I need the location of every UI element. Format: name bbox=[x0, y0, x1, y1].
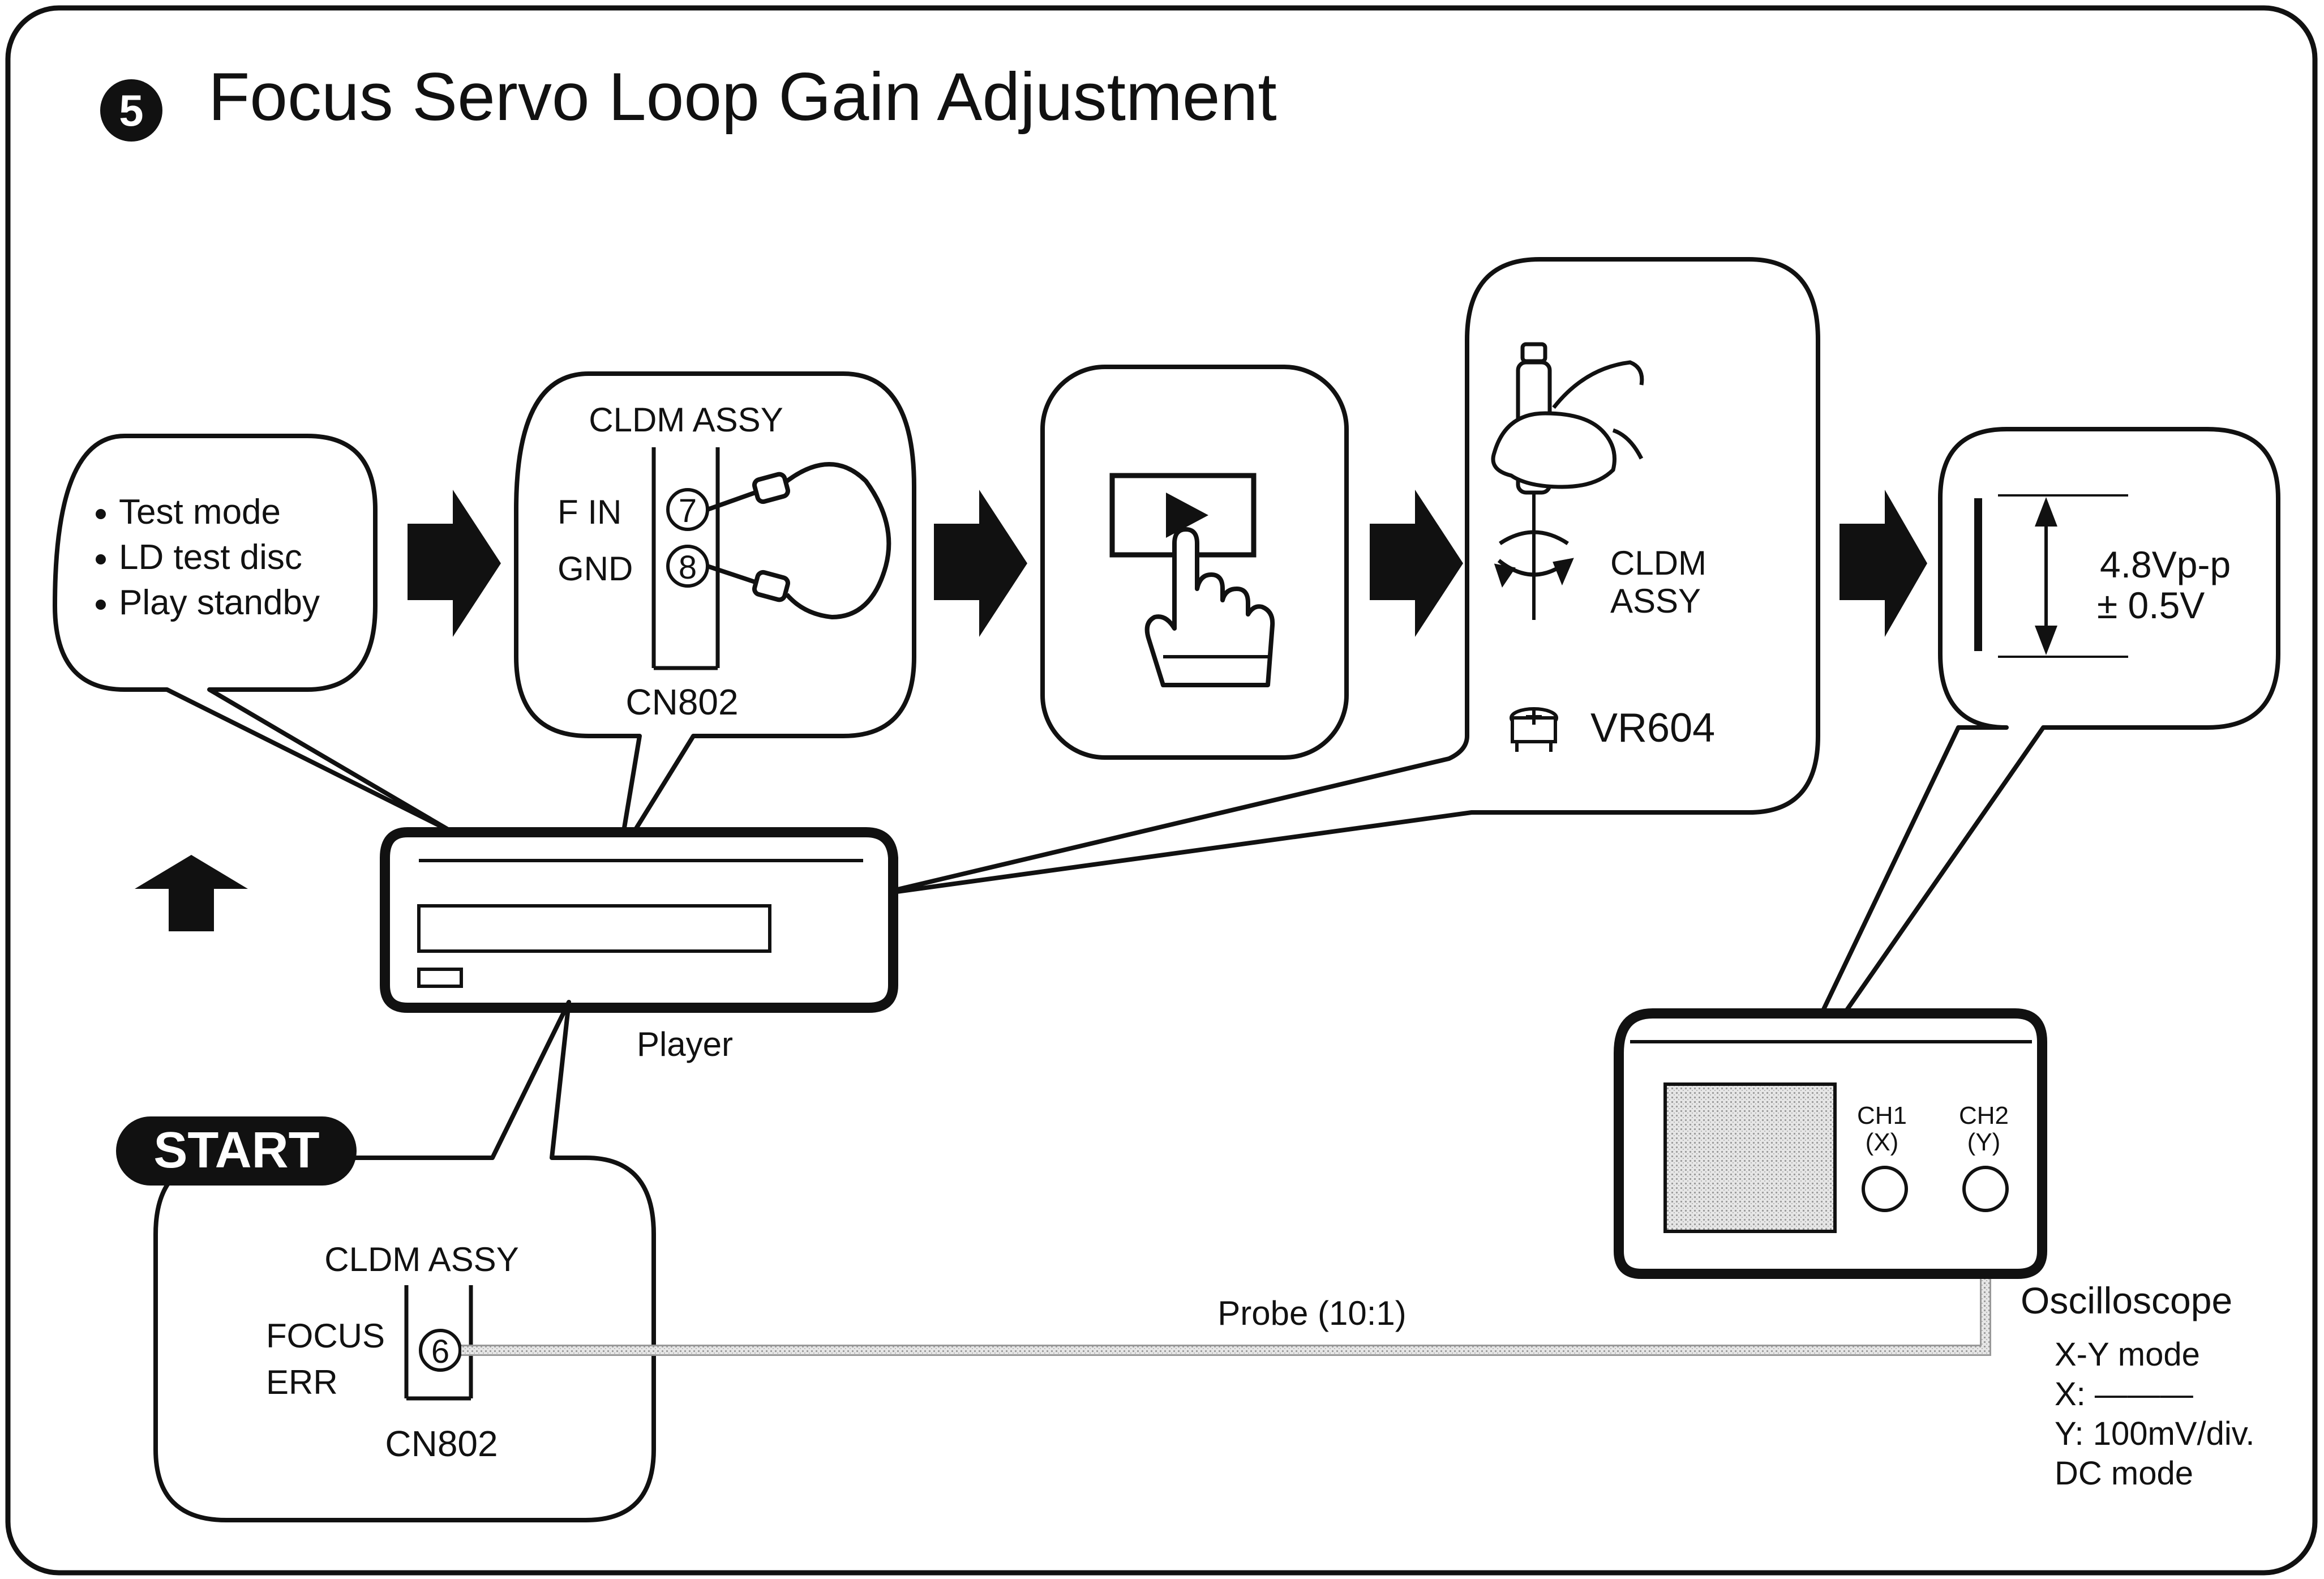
connection-connector-label: CN802 bbox=[625, 682, 738, 722]
pointing-hand-icon bbox=[1144, 527, 1275, 687]
start-connector-label: CN802 bbox=[385, 1423, 498, 1464]
start-signal-line1: FOCUS bbox=[266, 1317, 385, 1355]
scope-setting-dc-mode: DC mode bbox=[2055, 1455, 2193, 1492]
flow-arrow-2 bbox=[934, 490, 1027, 637]
oscilloscope-label: Oscilloscope bbox=[2021, 1280, 2232, 1321]
pin-8-label: GND bbox=[558, 550, 633, 588]
jumper-cable-icon bbox=[706, 462, 891, 620]
start-signal-line2: ERR bbox=[266, 1363, 338, 1401]
adjust-board-line2: ASSY bbox=[1610, 582, 1701, 620]
vr604-component-icon bbox=[1510, 707, 1558, 752]
start-badge-label: START bbox=[153, 1122, 319, 1179]
start-board-label: CLDM ASSY bbox=[324, 1240, 518, 1278]
start-badge bbox=[116, 1116, 357, 1186]
svg-text:7: 7 bbox=[679, 493, 697, 529]
probe-label: Probe (10:1) bbox=[1217, 1294, 1407, 1332]
conditions-callout: Test mode LD test disc Play standby bbox=[53, 434, 455, 835]
flow-arrow-3 bbox=[1370, 490, 1463, 637]
step-number: 5 bbox=[119, 85, 143, 135]
pin-6 bbox=[419, 1329, 462, 1372]
screwdriver-icon bbox=[1491, 342, 1644, 620]
scope-setting-xy-mode: X-Y mode bbox=[2055, 1336, 2200, 1373]
scope-setting-y: Y: 100mV/div. bbox=[2055, 1415, 2255, 1452]
condition-test-mode: Test mode bbox=[119, 493, 281, 532]
play-icon bbox=[1166, 493, 1208, 538]
adjust-control-label: VR604 bbox=[1590, 705, 1715, 751]
ch1-label-line2: (X) bbox=[1866, 1128, 1899, 1156]
svg-text:8: 8 bbox=[679, 549, 697, 586]
flow-arrow-4 bbox=[1840, 490, 1927, 637]
flow-arrow-1 bbox=[408, 490, 501, 637]
step-number-badge bbox=[100, 79, 162, 142]
player-indicator bbox=[417, 968, 463, 988]
player-device: Player bbox=[380, 827, 898, 1063]
outer-frame bbox=[5, 5, 2318, 1576]
scope-value-line2: ± 0.5V bbox=[2097, 584, 2205, 626]
ch2-input-jack bbox=[1962, 1166, 2009, 1212]
page-title: Focus Servo Loop Gain Adjustment bbox=[208, 59, 1277, 135]
condition-play-standby: Play standby bbox=[119, 583, 320, 622]
condition-ld-test-disc: LD test disc bbox=[119, 538, 302, 577]
player-disc-tray bbox=[417, 904, 771, 953]
start-callout: START CLDM ASSY 6 FOCUS ERR CN802 bbox=[116, 1000, 656, 1522]
ch1-input-jack bbox=[1862, 1166, 1908, 1212]
adjust-board-line1: CLDM bbox=[1610, 544, 1706, 582]
connection-board-label: CLDM ASSY bbox=[589, 401, 783, 439]
adjust-callout: CLDM ASSY VR604 bbox=[874, 257, 1820, 897]
player-label: Player bbox=[637, 1025, 733, 1063]
ch2-label-line2: (Y) bbox=[1967, 1128, 2001, 1156]
ch1-label-line1: CH1 bbox=[1857, 1102, 1907, 1129]
scope-value-line1: 4.8Vp-p bbox=[2100, 544, 2231, 585]
pin-7-label: F IN bbox=[558, 493, 621, 531]
scope-result-callout: 4.8Vp-p ± 0.5V bbox=[1769, 427, 2280, 1120]
ch2-label-line1: CH2 bbox=[1959, 1102, 2009, 1129]
oscilloscope-device: CH1 (X) CH2 (Y) bbox=[1614, 1008, 2047, 1279]
section-title: 5 Focus Servo Loop Gain Adjustment bbox=[100, 59, 1277, 142]
up-arrow-icon bbox=[135, 855, 248, 931]
play-callout bbox=[1040, 365, 1349, 760]
oscilloscope-screen bbox=[1663, 1082, 1837, 1233]
scope-setting-x: X: ——— bbox=[2055, 1376, 2193, 1413]
svg-text:6: 6 bbox=[431, 1333, 449, 1370]
connection-callout: CLDM ASSY 7 8 F IN GND CN802 bbox=[514, 371, 916, 857]
